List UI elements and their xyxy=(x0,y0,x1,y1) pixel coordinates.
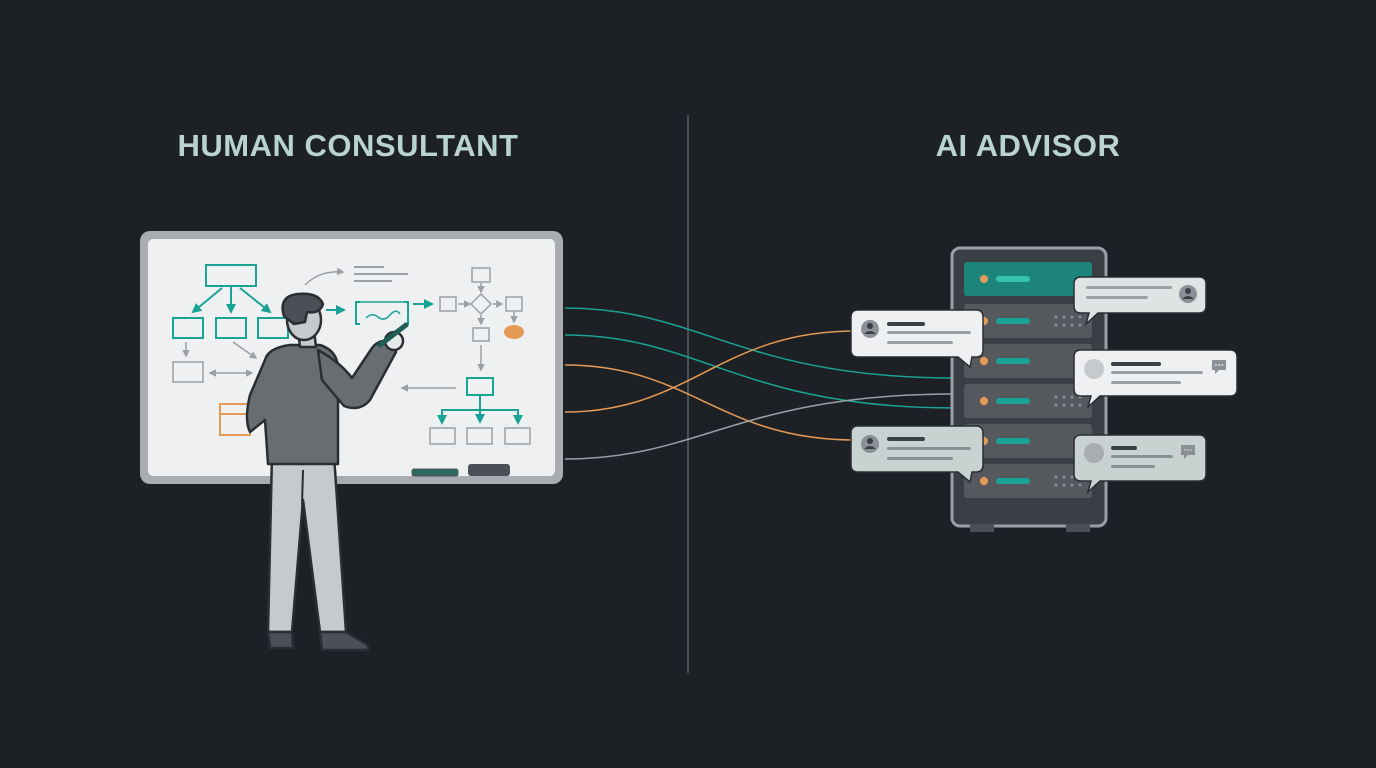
status-dot-icon xyxy=(980,477,988,485)
chat-bubble xyxy=(850,425,984,484)
heading-human-consultant: HUMAN CONSULTANT xyxy=(177,128,519,163)
flow-terminal-highlight xyxy=(504,325,524,339)
status-dot-icon xyxy=(980,397,988,405)
flow-node xyxy=(215,317,247,339)
avatar xyxy=(1084,359,1104,379)
flow-node xyxy=(439,296,457,312)
status-dot-icon xyxy=(980,275,988,283)
server-rack xyxy=(950,246,1108,532)
chat-bubble xyxy=(1073,349,1238,410)
chat-bubble-icon xyxy=(1212,360,1226,374)
avatar xyxy=(1084,443,1104,463)
chat-bubble-icon xyxy=(1181,445,1195,459)
person-avatar-icon xyxy=(861,320,879,338)
connection-lines xyxy=(564,307,956,460)
flow-node xyxy=(471,267,491,283)
consultant-figure xyxy=(245,292,409,652)
flow-node xyxy=(472,327,490,342)
flow-node xyxy=(429,427,456,445)
heading-ai-advisor: AI ADVISOR xyxy=(935,128,1121,163)
flow-node xyxy=(172,361,204,383)
flow-node xyxy=(172,317,204,339)
flow-node xyxy=(466,427,493,445)
flow-node xyxy=(504,427,531,445)
whiteboard xyxy=(140,231,563,484)
person-avatar-icon xyxy=(861,435,879,453)
flow-decision xyxy=(469,292,493,316)
marker-tray-item xyxy=(411,468,459,477)
chat-bubble xyxy=(850,309,984,369)
person-avatar-icon xyxy=(1179,285,1197,303)
eraser xyxy=(468,464,510,476)
chat-bubble xyxy=(1073,434,1207,495)
chat-bubble xyxy=(1073,276,1207,327)
status-dot-icon xyxy=(980,357,988,365)
flow-node xyxy=(505,296,523,312)
